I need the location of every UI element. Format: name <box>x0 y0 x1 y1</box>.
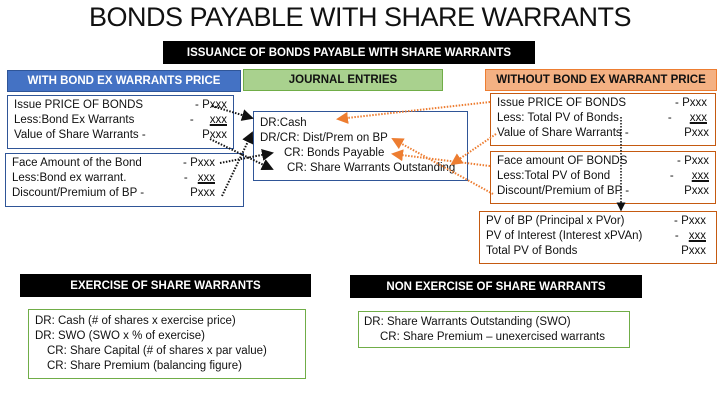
amount: -xxx <box>667 112 707 124</box>
exercise-header: EXERCISE OF SHARE WARRANTS <box>20 274 311 297</box>
page-title: BONDS PAYABLE WITH SHARE WARRANTS <box>88 2 632 32</box>
exercise-box: DR: Cash (# of shares x exercise price) … <box>28 309 306 379</box>
label: Total PV of Bonds <box>486 245 578 257</box>
non-exercise-header: NON EXERCISE OF SHARE WARRANTS <box>350 275 642 298</box>
row-issue-price: Issue PRICE OF BONDS - Pxxx <box>14 98 227 113</box>
amount: -xxx <box>183 172 215 184</box>
without-bond-ex-header: WITHOUT BOND EX WARRANT PRICE <box>485 69 717 91</box>
label: Less:Total PV of Bond <box>497 170 611 182</box>
exercise-line-dr-swo: DR: SWO (SWO x % of exercise) <box>35 330 205 342</box>
row-less-bond-ex: Less:Bond Ex Warrants -xxx <box>14 113 227 128</box>
pv-of-bonds-box: PV of BP (Principal x PVor) - Pxxx PV of … <box>479 211 717 264</box>
exercise-line-cr-share-capital: CR: Share Capital (# of shares x par val… <box>47 345 267 357</box>
amount: - Pxxx <box>675 97 707 109</box>
amount: -xxx <box>189 114 227 126</box>
with-bond-ex-header: WITH BOND EX WARRANTS PRICE <box>7 70 241 92</box>
row-total-pv: Total PV of Bonds Pxxx <box>486 244 710 259</box>
without-bond-ex-box1: Issue PRICE OF BONDS - Pxxx Less: Total P… <box>490 93 716 146</box>
row-discount-premium: Discount/Premium of BP - Pxxx <box>12 186 237 201</box>
row-less-total-pv-bond: Less:Total PV of Bond -xxx <box>497 169 709 184</box>
label: Discount/Premium of BP - <box>12 187 145 199</box>
amount: - Pxxx <box>195 99 227 111</box>
label: Value of Share Warrants - <box>14 129 146 141</box>
row-discount-premium: Discount/Premium of BP - Pxxx <box>497 184 709 199</box>
amount: Pxxx <box>684 127 709 139</box>
row-pv-interest: PV of Interest (Interest xPVAn) -xxx <box>486 229 710 244</box>
label: Issue PRICE OF BONDS <box>14 99 144 111</box>
label: PV of BP (Principal x PVor) <box>486 215 625 227</box>
non-exercise-line-cr-share-premium: CR: Share Premium – unexercised warrants <box>380 331 605 343</box>
label: Issue PRICE OF BONDS <box>497 97 627 109</box>
journal-line-dist-prem: DR/CR: Dist/Prem on BP <box>260 132 388 144</box>
row-less-bond-ex-warrant: Less:Bond ex warrant. -xxx <box>12 171 237 186</box>
exercise-line-dr-cash: DR: Cash (# of shares x exercise price) <box>35 315 236 327</box>
with-bond-ex-box2: Face Amount of the Bond - Pxxx Less:Bond … <box>5 153 244 207</box>
amount: - Pxxx <box>183 157 215 169</box>
amount: - Pxxx <box>677 155 709 167</box>
non-exercise-box: DR: Share Warrants Outstanding (SWO) CR:… <box>358 311 630 348</box>
journal-line-cr-swo: CR: Share Warrants Outstanding <box>287 162 456 174</box>
amount: - Pxxx <box>674 215 706 227</box>
journal-line-cr-bonds: CR: Bonds Payable <box>284 147 385 159</box>
amount: -xxx <box>674 230 706 242</box>
row-less-total-pv: Less: Total PV of Bonds -xxx <box>497 111 709 126</box>
row-value-sw: Value of Share Warrants - Pxxx <box>497 126 709 141</box>
row-face-amount: Face amount OF BONDS - Pxxx <box>497 154 709 169</box>
journal-line-dr-cash: DR:Cash <box>260 117 307 129</box>
with-bond-ex-box1: Issue PRICE OF BONDS - Pxxx Less:Bond Ex … <box>7 95 234 149</box>
without-bond-ex-box2: Face amount OF BONDS - Pxxx Less:Total PV… <box>490 151 716 204</box>
exercise-line-cr-share-premium: CR: Share Premium (balancing figure) <box>47 360 242 372</box>
non-exercise-line-dr-swo: DR: Share Warrants Outstanding (SWO) <box>364 316 571 328</box>
label: Less: Total PV of Bonds <box>497 112 619 124</box>
issuance-banner: ISSUANCE OF BONDS PAYABLE WITH SHARE WAR… <box>163 41 535 64</box>
label: Face amount OF BONDS <box>497 155 628 167</box>
row-pv-bp: PV of BP (Principal x PVor) - Pxxx <box>486 214 710 229</box>
amount: Pxxx <box>190 187 215 199</box>
amount: Pxxx <box>684 185 709 197</box>
amount: -xxx <box>669 170 709 182</box>
row-face-amount: Face Amount of the Bond - Pxxx <box>12 156 237 171</box>
label: Discount/Premium of BP - <box>497 185 630 197</box>
label: PV of Interest (Interest xPVAn) <box>486 230 643 242</box>
journal-entries-header: JOURNAL ENTRIES <box>243 69 443 91</box>
label: Less:Bond ex warrant. <box>12 172 127 184</box>
row-value-sw: Value of Share Warrants - Pxxx <box>14 128 227 143</box>
amount: Pxxx <box>202 129 227 141</box>
label: Less:Bond Ex Warrants <box>14 114 135 126</box>
journal-entries-box: DR:Cash DR/CR: Dist/Prem on BP CR: Bonds… <box>253 111 468 181</box>
row-issue-price: Issue PRICE OF BONDS - Pxxx <box>497 96 709 111</box>
label: Value of Share Warrants - <box>497 127 629 139</box>
label: Face Amount of the Bond <box>12 157 142 169</box>
amount: Pxxx <box>681 245 706 257</box>
